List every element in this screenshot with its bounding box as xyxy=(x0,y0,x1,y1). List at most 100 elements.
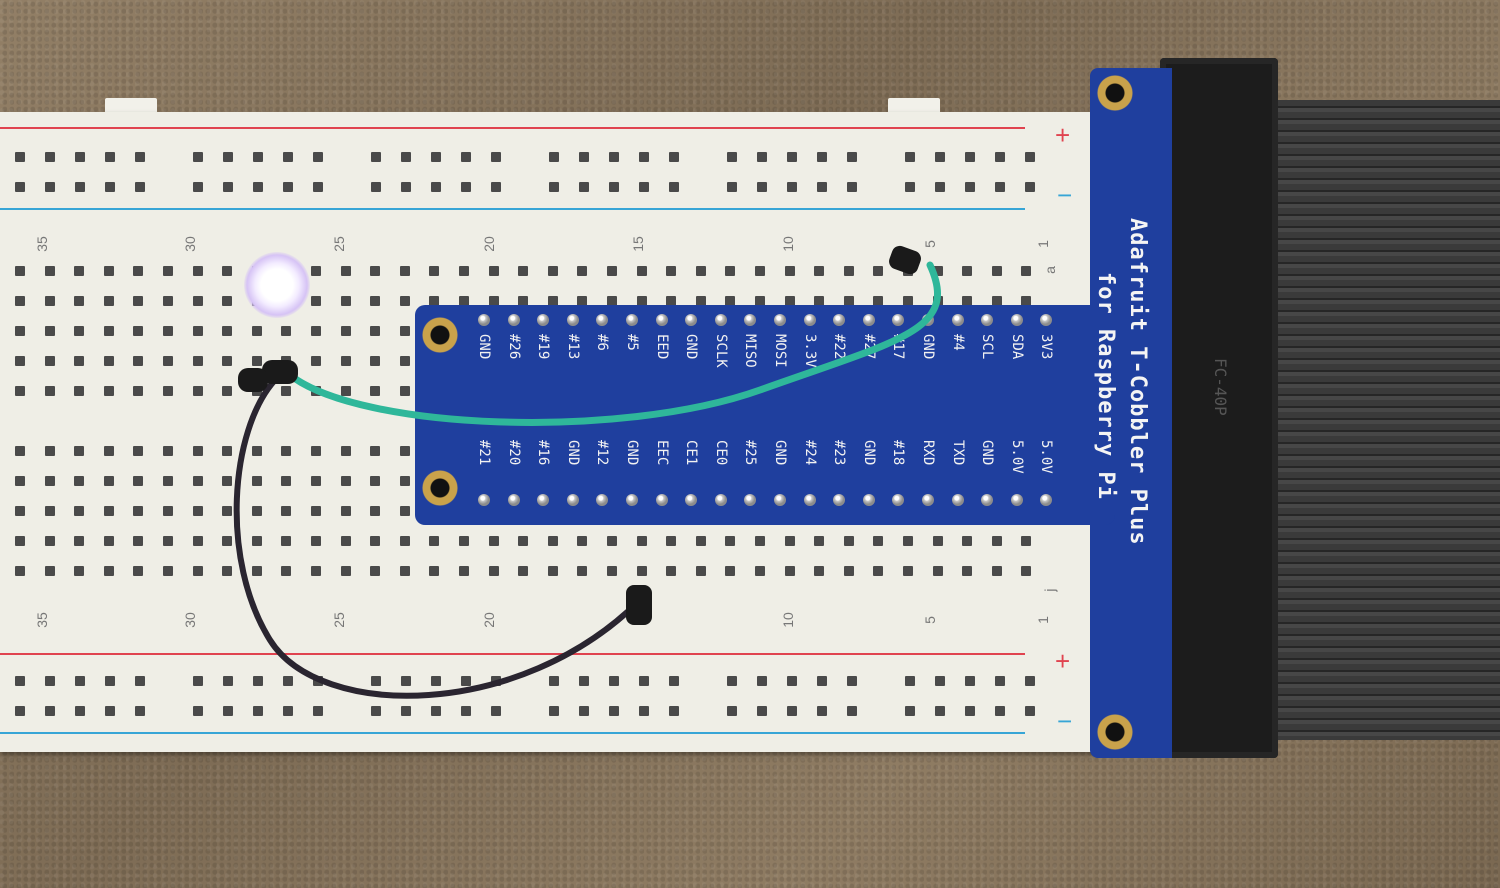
header-pin xyxy=(922,494,934,506)
breadboard-hole xyxy=(784,266,795,276)
breadboard-hole xyxy=(666,266,677,276)
breadboard-hole xyxy=(962,566,973,576)
breadboard-hole xyxy=(15,446,25,456)
breadboard-hole xyxy=(399,296,410,306)
breadboard-hole xyxy=(639,182,649,192)
breadboard-hole xyxy=(370,266,381,276)
breadboard-hole xyxy=(133,536,144,546)
breadboard-hole xyxy=(103,326,114,336)
breadboard-hole xyxy=(1025,676,1035,686)
breadboard-hole xyxy=(75,152,85,162)
breadboard-hole xyxy=(547,566,558,576)
header-pin xyxy=(774,314,786,326)
breadboard-hole xyxy=(103,446,114,456)
breadboard-hole xyxy=(399,266,410,276)
breadboard-hole xyxy=(579,152,589,162)
breadboard-hole xyxy=(135,152,145,162)
breadboard-hole xyxy=(995,182,1005,192)
breadboard-hole xyxy=(459,266,469,276)
breadboard-hole xyxy=(488,536,499,546)
breadboard-hole xyxy=(577,536,588,546)
breadboard-hole xyxy=(905,182,915,192)
breadboard-hole xyxy=(607,536,617,546)
wire-plug xyxy=(262,360,298,384)
breadboard-hole xyxy=(639,706,649,716)
breadboard-hole xyxy=(431,676,441,686)
breadboard-hole xyxy=(843,266,854,276)
breadboard-hole xyxy=(399,536,410,546)
header-pin xyxy=(655,314,668,326)
breadboard-hole xyxy=(755,266,765,276)
header-pin xyxy=(596,494,609,506)
breadboard-hole xyxy=(429,566,440,576)
breadboard-hole xyxy=(75,676,85,686)
breadboard-hole xyxy=(313,152,323,162)
breadboard-hole xyxy=(371,706,381,716)
breadboard-hole xyxy=(251,356,262,366)
breadboard-hole xyxy=(518,266,529,276)
breadboard-hole xyxy=(461,182,471,192)
breadboard-hole xyxy=(725,536,736,546)
breadboard-hole xyxy=(549,706,559,716)
breadboard-hole xyxy=(669,182,679,192)
rail-minus-top: − xyxy=(1057,180,1073,210)
breadboard-hole xyxy=(105,706,115,716)
glowing-led xyxy=(244,252,310,318)
breadboard-hole xyxy=(371,676,381,686)
breadboard-hole xyxy=(695,536,706,546)
breadboard-hole xyxy=(579,706,589,716)
breadboard-hole xyxy=(459,566,469,576)
breadboard-hole xyxy=(222,506,233,516)
breadboard-hole xyxy=(491,152,501,162)
breadboard-hole xyxy=(222,476,233,486)
breadboard-hole xyxy=(75,706,85,716)
breadboard-hole xyxy=(44,266,55,276)
breadboard-hole xyxy=(1021,266,1032,276)
breadboard-hole xyxy=(105,152,115,162)
mount-hole xyxy=(422,317,458,353)
breadboard-hole xyxy=(340,506,351,516)
breadboard-hole xyxy=(192,266,203,276)
breadboard-hole xyxy=(905,676,915,686)
breadboard-hole xyxy=(370,506,381,516)
breadboard-hole xyxy=(340,476,351,486)
breadboard-hole xyxy=(518,566,529,576)
breadboard-hole xyxy=(370,356,381,366)
breadboard-hole xyxy=(669,706,679,716)
breadboard-hole xyxy=(784,296,795,306)
breadboard-hole xyxy=(725,296,736,306)
header-pin xyxy=(981,494,994,506)
breadboard-hole xyxy=(725,566,736,576)
breadboard-hole xyxy=(192,476,203,486)
breadboard-hole xyxy=(193,706,203,716)
pcb-body xyxy=(415,305,1115,525)
breadboard-hole xyxy=(488,566,499,576)
breadboard-hole xyxy=(370,296,381,306)
breadboard-hole xyxy=(15,536,25,546)
breadboard-hole xyxy=(223,676,233,686)
breadboard-hole xyxy=(905,152,915,162)
header-pin xyxy=(1040,314,1053,326)
breadboard-hole xyxy=(814,536,825,546)
breadboard-hole xyxy=(74,356,85,366)
header-pin xyxy=(1010,494,1023,506)
breadboard-hole xyxy=(609,676,619,686)
breadboard-hole xyxy=(281,476,292,486)
breadboard-hole xyxy=(251,326,262,336)
breadboard-hole xyxy=(133,506,144,516)
breadboard-hole xyxy=(281,566,292,576)
breadboard-hole xyxy=(370,476,381,486)
breadboard-hole xyxy=(15,296,25,306)
breadboard-hole xyxy=(103,356,114,366)
breadboard-hole xyxy=(488,266,499,276)
breadboard-hole xyxy=(163,566,173,576)
breadboard-hole xyxy=(283,676,293,686)
breadboard-hole xyxy=(991,566,1002,576)
breadboard-hole xyxy=(727,706,737,716)
breadboard-hole xyxy=(991,266,1002,276)
header-pin xyxy=(981,314,994,326)
header-pin xyxy=(596,314,609,326)
breadboard-hole xyxy=(903,296,913,306)
breadboard-hole xyxy=(755,536,765,546)
breadboard-hole xyxy=(44,326,55,336)
